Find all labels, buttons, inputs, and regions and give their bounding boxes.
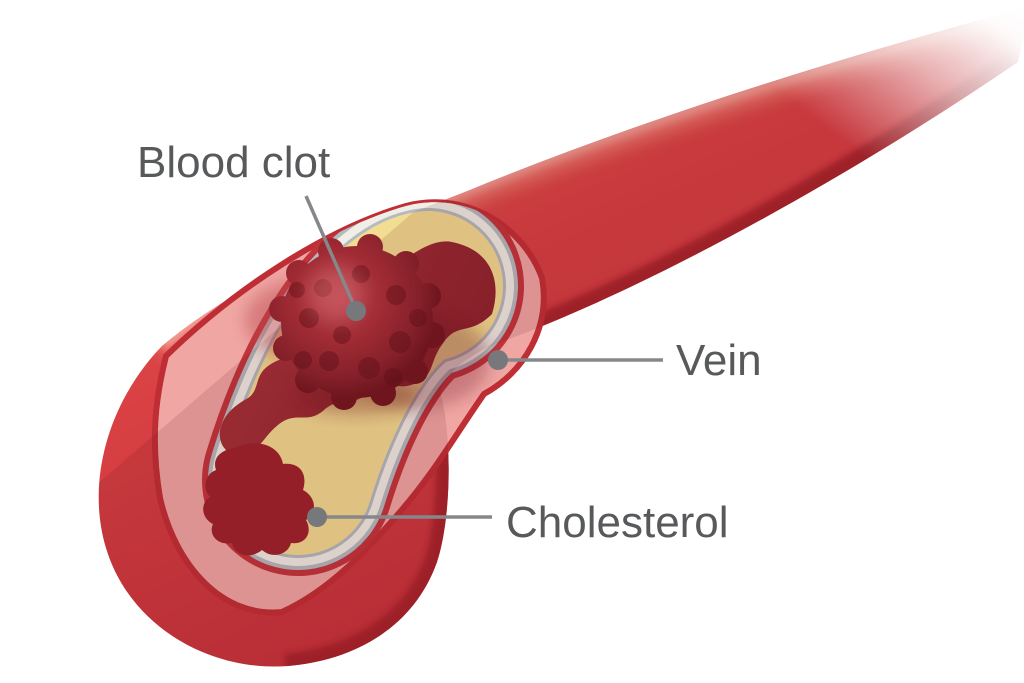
annotation-dots: [307, 301, 508, 527]
blood-clot-leader-line: [304, 195, 358, 311]
vein-label: Vein: [676, 336, 762, 385]
cholesterol-label: Cholesterol: [506, 498, 729, 547]
annotations: [304, 195, 663, 519]
blood-clot-label: Blood clot: [137, 138, 330, 187]
cholesterol-leader-dot: [307, 507, 327, 527]
vein-leader-dot: [488, 350, 508, 370]
blood-clot-leader-dot: [346, 301, 366, 321]
